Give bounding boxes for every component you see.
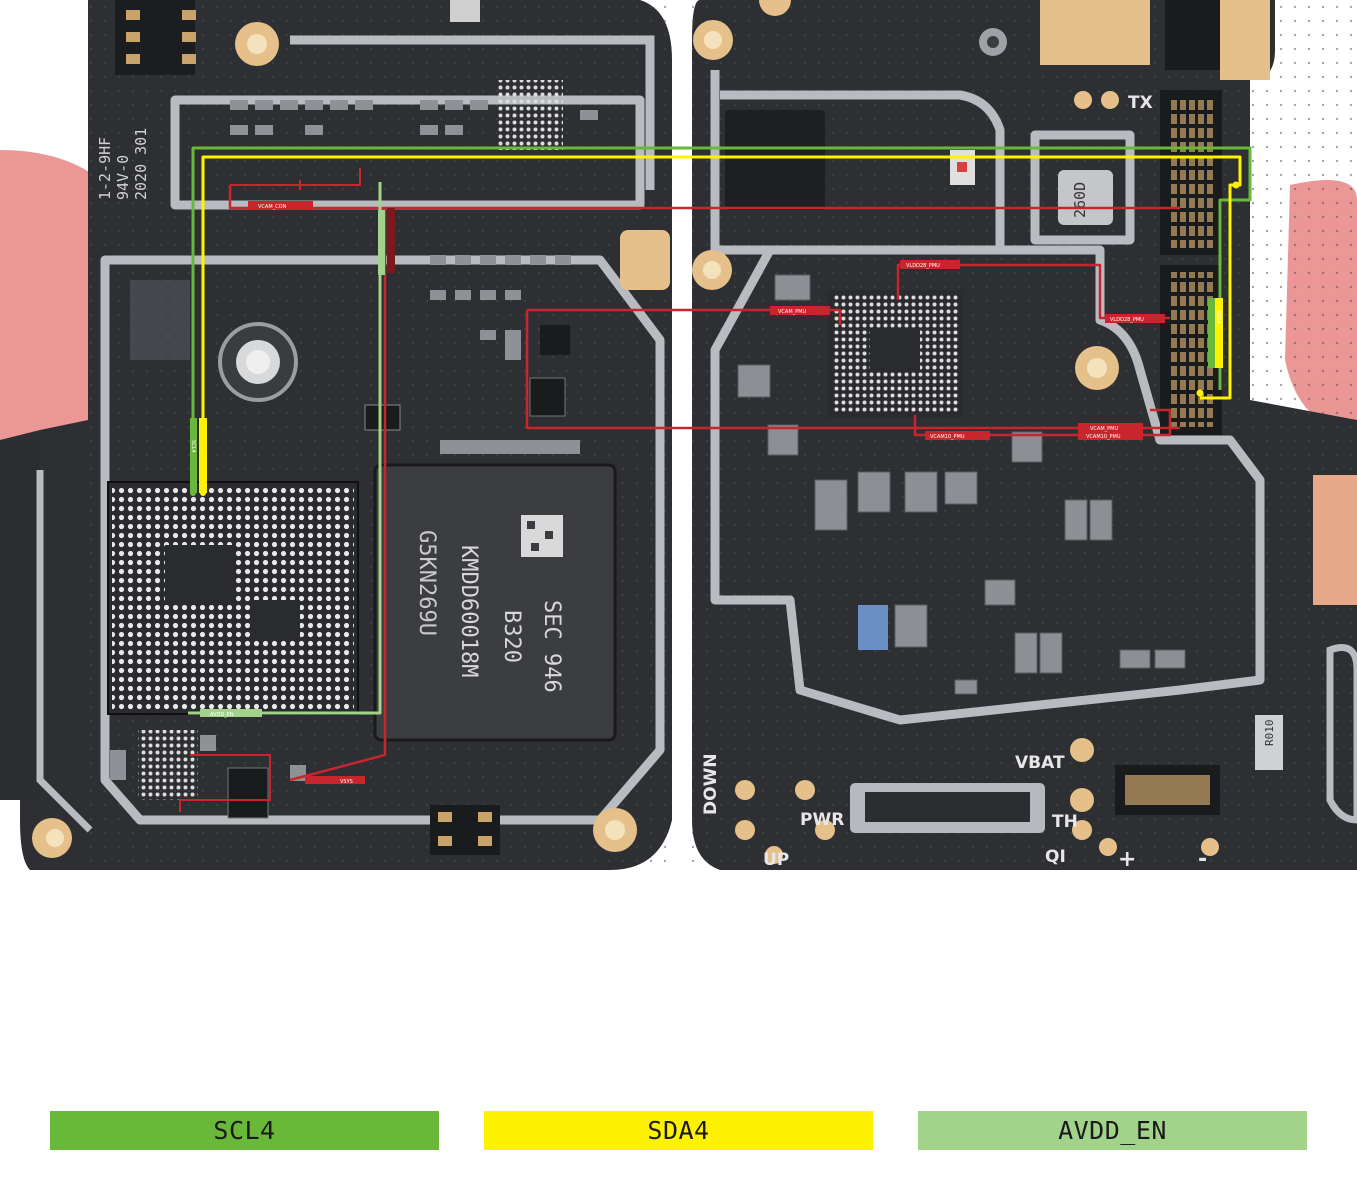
net-label-vcam-con: VCAM_CON <box>258 204 287 210</box>
net-label-avdd-en: AVDD_EN <box>210 712 234 718</box>
legend-avdd-en-label: AVDD_EN <box>1058 1116 1167 1145</box>
net-label-scl4: SCL4 <box>190 440 196 453</box>
net-label-sda4: SDA4 <box>1215 310 1221 324</box>
net-label-vcam-pmu: VCAM_PMU <box>778 309 806 315</box>
label-down: DOWN <box>701 753 721 815</box>
net-label-vcam10-pmu-2: VCAM10_PMU <box>1086 434 1121 440</box>
memory-chip-line-3: KMDD60018M <box>456 545 481 677</box>
label-th: TH <box>1052 812 1078 832</box>
memory-chip-line-4: G5KN269U <box>414 530 439 636</box>
net-label-vsys: VSYS <box>340 779 353 785</box>
pcb-code-line-1: 1-2-9HF <box>96 137 114 200</box>
net-label-vcam10-pmu: VCAM10_PMU <box>930 434 965 440</box>
label-up: UP <box>763 850 789 870</box>
pcb-code-line-3: 2020 301 <box>132 128 150 200</box>
label-vbat: VBAT <box>1015 753 1065 773</box>
legend-sda4-label: SDA4 <box>647 1116 710 1145</box>
pcb-board-photo: SEC 946 B320 KMDD60018M G5KN269U 1-2-9HF… <box>0 0 1357 872</box>
crystal-label: 260D <box>1071 182 1089 218</box>
label-pwr: PWR <box>800 810 844 830</box>
label-plus: + <box>1118 847 1136 872</box>
net-traces <box>179 146 1252 812</box>
label-tx: TX <box>1128 93 1153 113</box>
legend-avdd-en: AVDD_EN <box>918 1111 1307 1150</box>
legend-sda4: SDA4 <box>484 1111 873 1150</box>
label-qi: QI <box>1045 847 1066 867</box>
net-label-vldo28-pmu-2: VLDO28_PMU <box>1110 317 1144 323</box>
left-board: SEC 946 B320 KMDD60018M G5KN269U 1-2-9HF… <box>0 0 672 870</box>
pcb-code-line-2: 94V-0 <box>114 155 132 200</box>
net-label-vldo28-pmu: VLDO28_PMU <box>906 263 940 269</box>
resistor-label: R010 <box>1263 720 1276 747</box>
legend-scl4-label: SCL4 <box>213 1116 276 1145</box>
legend-scl4: SCL4 <box>50 1111 439 1150</box>
memory-chip-line-2: B320 <box>499 610 524 663</box>
memory-chip-line-1: SEC 946 <box>539 600 564 693</box>
label-minus: - <box>1198 847 1207 872</box>
net-label-vcam-pmu-2: VCAM_PMU <box>1090 426 1118 432</box>
